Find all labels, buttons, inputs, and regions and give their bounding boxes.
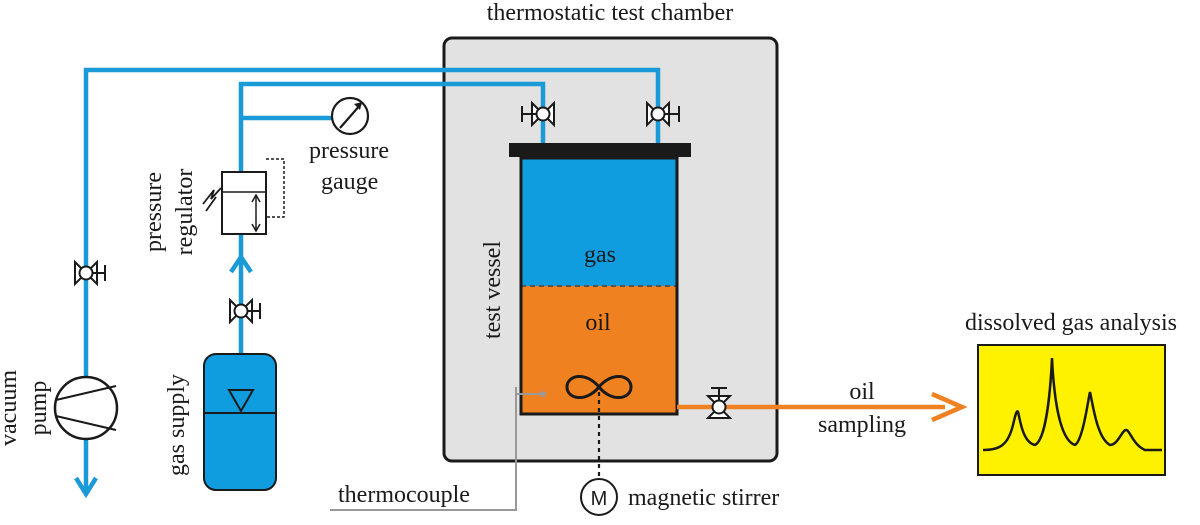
gas-supply-label: gas supply [164,374,190,476]
vacuum-pump-label-1: vacuum [0,370,22,446]
vacuum-flow-arrow [74,476,98,499]
vessel-label: test vessel [480,241,506,339]
thermocouple-label: thermocouple [338,482,470,508]
vacuum-pump-icon [53,375,119,441]
vessel-wall [519,156,679,416]
chromatogram-trace [982,357,1162,452]
motor-symbol: M [591,488,608,510]
oil-sampling-valve [705,387,733,419]
motor-icon [580,478,618,516]
vessel-gas-valve-right [646,100,680,128]
pressure-gauge-icon [330,96,370,136]
pressure-regulator-label-1: pressure [141,172,167,252]
oil-sampling-label-1: oil [849,379,875,405]
vessel-lid [509,143,691,157]
pressure-regulator-icon [202,158,285,235]
supply-flow-arrow [229,252,253,274]
gas-phase [521,158,677,286]
dga-analyzer [977,344,1166,476]
chamber-label: thermostatic test chamber [487,0,734,26]
vacuum-pump-label-2: pump [26,381,52,436]
gas-cylinder-icon [203,353,277,491]
pressure-gauge-label-1: pressure [309,138,389,164]
vessel-gas-valve-left [521,100,555,128]
gas-supply-valve [229,297,261,325]
thermocouple-lead [330,387,546,511]
gas-label: gas [584,242,616,268]
oil-sampling-label-2: sampling [818,412,906,438]
vacuum-valve [74,259,106,287]
dga-label: dissolved gas analysis [965,310,1177,336]
magnetic-stirrer-label: magnetic stirrer [628,485,779,511]
stirrer-bar-icon [565,375,633,399]
oil-label: oil [585,310,611,336]
pressure-regulator-label-2: regulator [172,169,198,256]
pressure-gauge-label-2: gauge [321,169,378,195]
